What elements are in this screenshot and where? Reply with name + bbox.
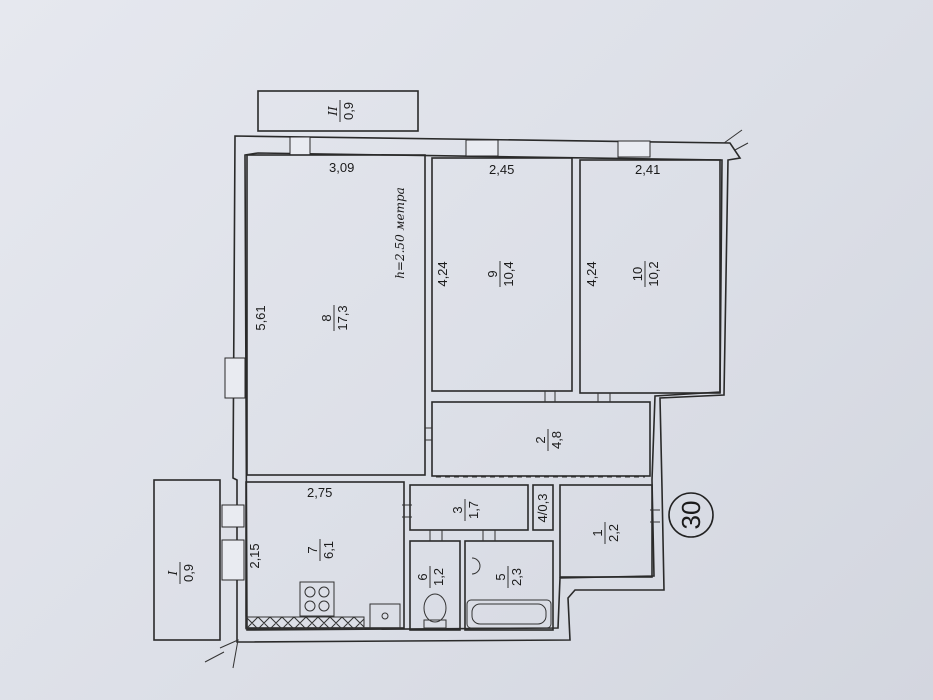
room2-outline <box>431 401 651 477</box>
dim-room7-width: 2,75 <box>307 485 332 500</box>
dim-room8-width: 3,09 <box>329 160 354 175</box>
room4-outline <box>532 484 554 531</box>
balcony-ii-label: II 0,9 <box>326 100 356 122</box>
svg-text:2,3: 2,3 <box>509 568 524 586</box>
balcony-i-outline <box>153 479 221 641</box>
toilet-icon <box>423 593 447 629</box>
svg-text:3: 3 <box>450 506 465 513</box>
dim-room9-length: 4,24 <box>435 261 450 286</box>
svg-text:10: 10 <box>630 267 645 281</box>
room3-outline <box>409 484 529 531</box>
room3-label: 3 1,7 <box>450 499 481 521</box>
svg-text:2,2: 2,2 <box>606 524 621 542</box>
room5-outline <box>464 540 554 631</box>
room2-label: 2 4,8 <box>533 429 564 451</box>
room10-outline <box>579 159 721 394</box>
stove-icon <box>299 581 335 617</box>
room9-outline <box>431 157 573 392</box>
room9-label: 9 10,4 <box>485 261 516 287</box>
room7-outline <box>245 481 405 629</box>
ceiling-height-label: h=2.50 метра <box>393 187 407 279</box>
window-room8-b <box>224 357 246 399</box>
room6-outline <box>409 540 461 631</box>
svg-text:10,2: 10,2 <box>646 261 661 286</box>
room4-label: 4/0,3 <box>535 494 550 523</box>
svg-text:6: 6 <box>415 573 430 580</box>
room7-label: 7 6,1 <box>305 539 336 561</box>
svg-text:8: 8 <box>319 314 334 321</box>
window-room10 <box>617 140 651 158</box>
window-room9 <box>465 139 499 157</box>
svg-text:5: 5 <box>493 573 508 580</box>
dim-room9-width: 2,45 <box>489 162 514 177</box>
svg-text:17,3: 17,3 <box>335 305 350 330</box>
svg-text:9: 9 <box>485 270 500 277</box>
dim-room7-length: 2,15 <box>247 543 262 568</box>
window-room7-a <box>221 504 245 528</box>
svg-text:1,2: 1,2 <box>431 568 446 586</box>
counter-icon <box>245 616 365 630</box>
room10-label: 10 10,2 <box>630 261 661 287</box>
window-room7-b <box>221 539 245 581</box>
dim-room10-length: 4,24 <box>584 261 599 286</box>
svg-text:1: 1 <box>590 529 605 536</box>
room-labels: 8 17,3 9 10,4 10 10,2 2 4,8 3 1,7 4/0,3 … <box>166 100 661 588</box>
doors <box>402 391 660 541</box>
balcony-i-label: I 0,9 <box>166 562 196 584</box>
room6-label: 6 1,2 <box>415 566 446 588</box>
apartment-number: 30 <box>676 501 706 530</box>
room1-label: 1 2,2 <box>590 522 621 544</box>
svg-text:7: 7 <box>305 546 320 553</box>
svg-text:0,9: 0,9 <box>341 102 356 120</box>
svg-text:I: I <box>166 570 180 576</box>
dim-room8-length: 5,61 <box>253 305 268 330</box>
room5-label: 5 2,3 <box>493 566 524 588</box>
dim-room10-width: 2,41 <box>635 162 660 177</box>
svg-text:10,4: 10,4 <box>501 261 516 286</box>
svg-text:4,8: 4,8 <box>549 431 564 449</box>
room1-outline <box>559 484 653 578</box>
bathtub-icon <box>466 599 552 629</box>
balcony-ii-outline <box>257 90 419 132</box>
apartment-number-badge: 30 <box>668 492 714 538</box>
svg-text:6,1: 6,1 <box>321 541 336 559</box>
sink-icon <box>369 603 401 629</box>
fixtures <box>245 557 552 630</box>
svg-text:1,7: 1,7 <box>466 501 481 519</box>
room8-label: 8 17,3 <box>319 305 350 331</box>
window-room8-a <box>289 136 311 156</box>
washbasin-icon <box>471 557 481 575</box>
room-outlines <box>245 154 721 631</box>
dimension-labels: 3,09 5,61 2,45 4,24 2,41 4,24 2,75 2,15 … <box>247 160 660 569</box>
svg-text:0,9: 0,9 <box>181 564 196 582</box>
svg-text:2: 2 <box>533 436 548 443</box>
outer-walls <box>204 129 749 669</box>
svg-text:II: II <box>326 106 340 117</box>
room8-outline <box>246 154 426 476</box>
windows <box>221 136 651 581</box>
